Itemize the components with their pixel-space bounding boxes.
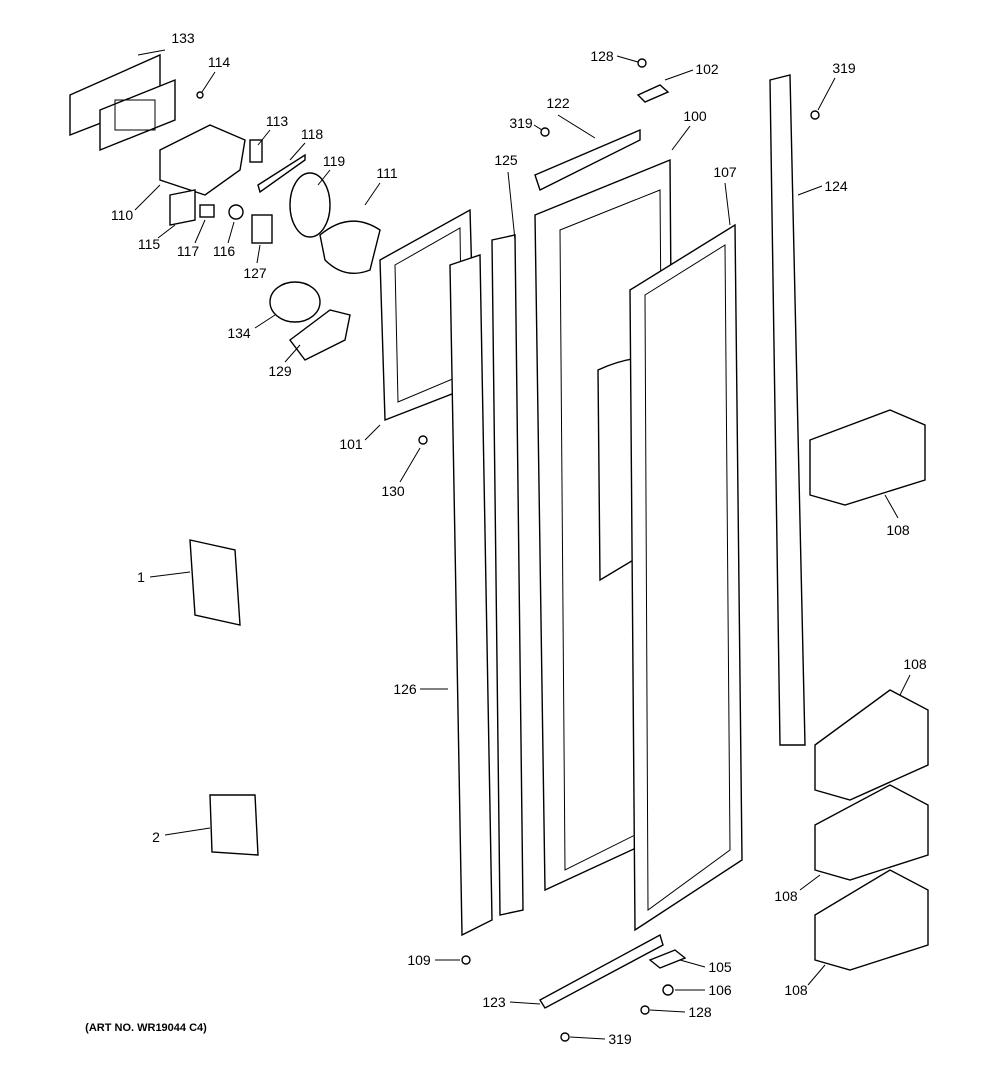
callout-label: 319 — [509, 115, 533, 131]
callout-label: 113 — [265, 113, 289, 129]
part-door-liner-107 — [629, 223, 743, 932]
part-manual — [189, 539, 241, 626]
callout-label: 111 — [376, 165, 398, 181]
callout-label: 108 — [774, 888, 798, 904]
part-hinge-105 — [648, 949, 687, 969]
callout-label: 116 — [212, 243, 236, 259]
callout-label: 108 — [886, 522, 910, 538]
callout-label: 102 — [695, 61, 719, 77]
art-number-caption: (ART NO. WR19044 C4) — [85, 1022, 207, 1034]
callout-label: 108 — [784, 982, 808, 998]
callout-label: 130 — [381, 483, 405, 499]
callout-label: 319 — [608, 1031, 632, 1047]
callout-label: 129 — [268, 363, 292, 379]
callout-label: 319 — [832, 60, 856, 76]
callout-label: 1 — [137, 569, 145, 585]
callout-label: 125 — [494, 152, 518, 168]
callout-label: 127 — [243, 265, 267, 281]
callout-label: 117 — [176, 243, 200, 259]
callout-label: 101 — [339, 436, 363, 452]
part-bottom-bracket — [539, 933, 664, 1009]
callout-label: 123 — [482, 994, 506, 1010]
screws — [196, 58, 820, 1042]
callout-label: 119 — [322, 153, 346, 169]
callout-label: 106 — [708, 982, 732, 998]
callout-label: 118 — [300, 126, 324, 142]
callout-label: 124 — [824, 178, 848, 194]
leader-lines — [134, 49, 911, 1040]
part-trim-125 — [491, 234, 524, 916]
callout-label: 109 — [407, 952, 431, 968]
part-hardware-bag — [209, 794, 259, 856]
part-control-panel — [69, 53, 176, 152]
callout-label: 126 — [393, 681, 417, 697]
part-bins-108 — [809, 409, 929, 971]
callout-label: 128 — [688, 1004, 712, 1020]
part-handle-trim-124 — [769, 74, 806, 746]
callout-label: 2 — [152, 829, 160, 845]
callout-label: 107 — [713, 164, 737, 180]
callout-label: 115 — [137, 236, 161, 252]
part-trim-126 — [449, 254, 493, 937]
callout-label: 128 — [590, 48, 614, 64]
callout-label: 133 — [171, 30, 195, 46]
callout-label: 100 — [683, 108, 707, 124]
callout-label: 134 — [227, 325, 251, 341]
part-dispenser-housing — [159, 124, 381, 361]
part-top-bracket — [534, 128, 641, 191]
callout-label: 105 — [708, 959, 732, 975]
part-hinge-102 — [636, 84, 670, 103]
callout-label: 108 — [903, 656, 927, 672]
callout-label: 122 — [546, 95, 570, 111]
callout-label: 110 — [110, 207, 134, 223]
callout-label: 114 — [207, 54, 231, 70]
